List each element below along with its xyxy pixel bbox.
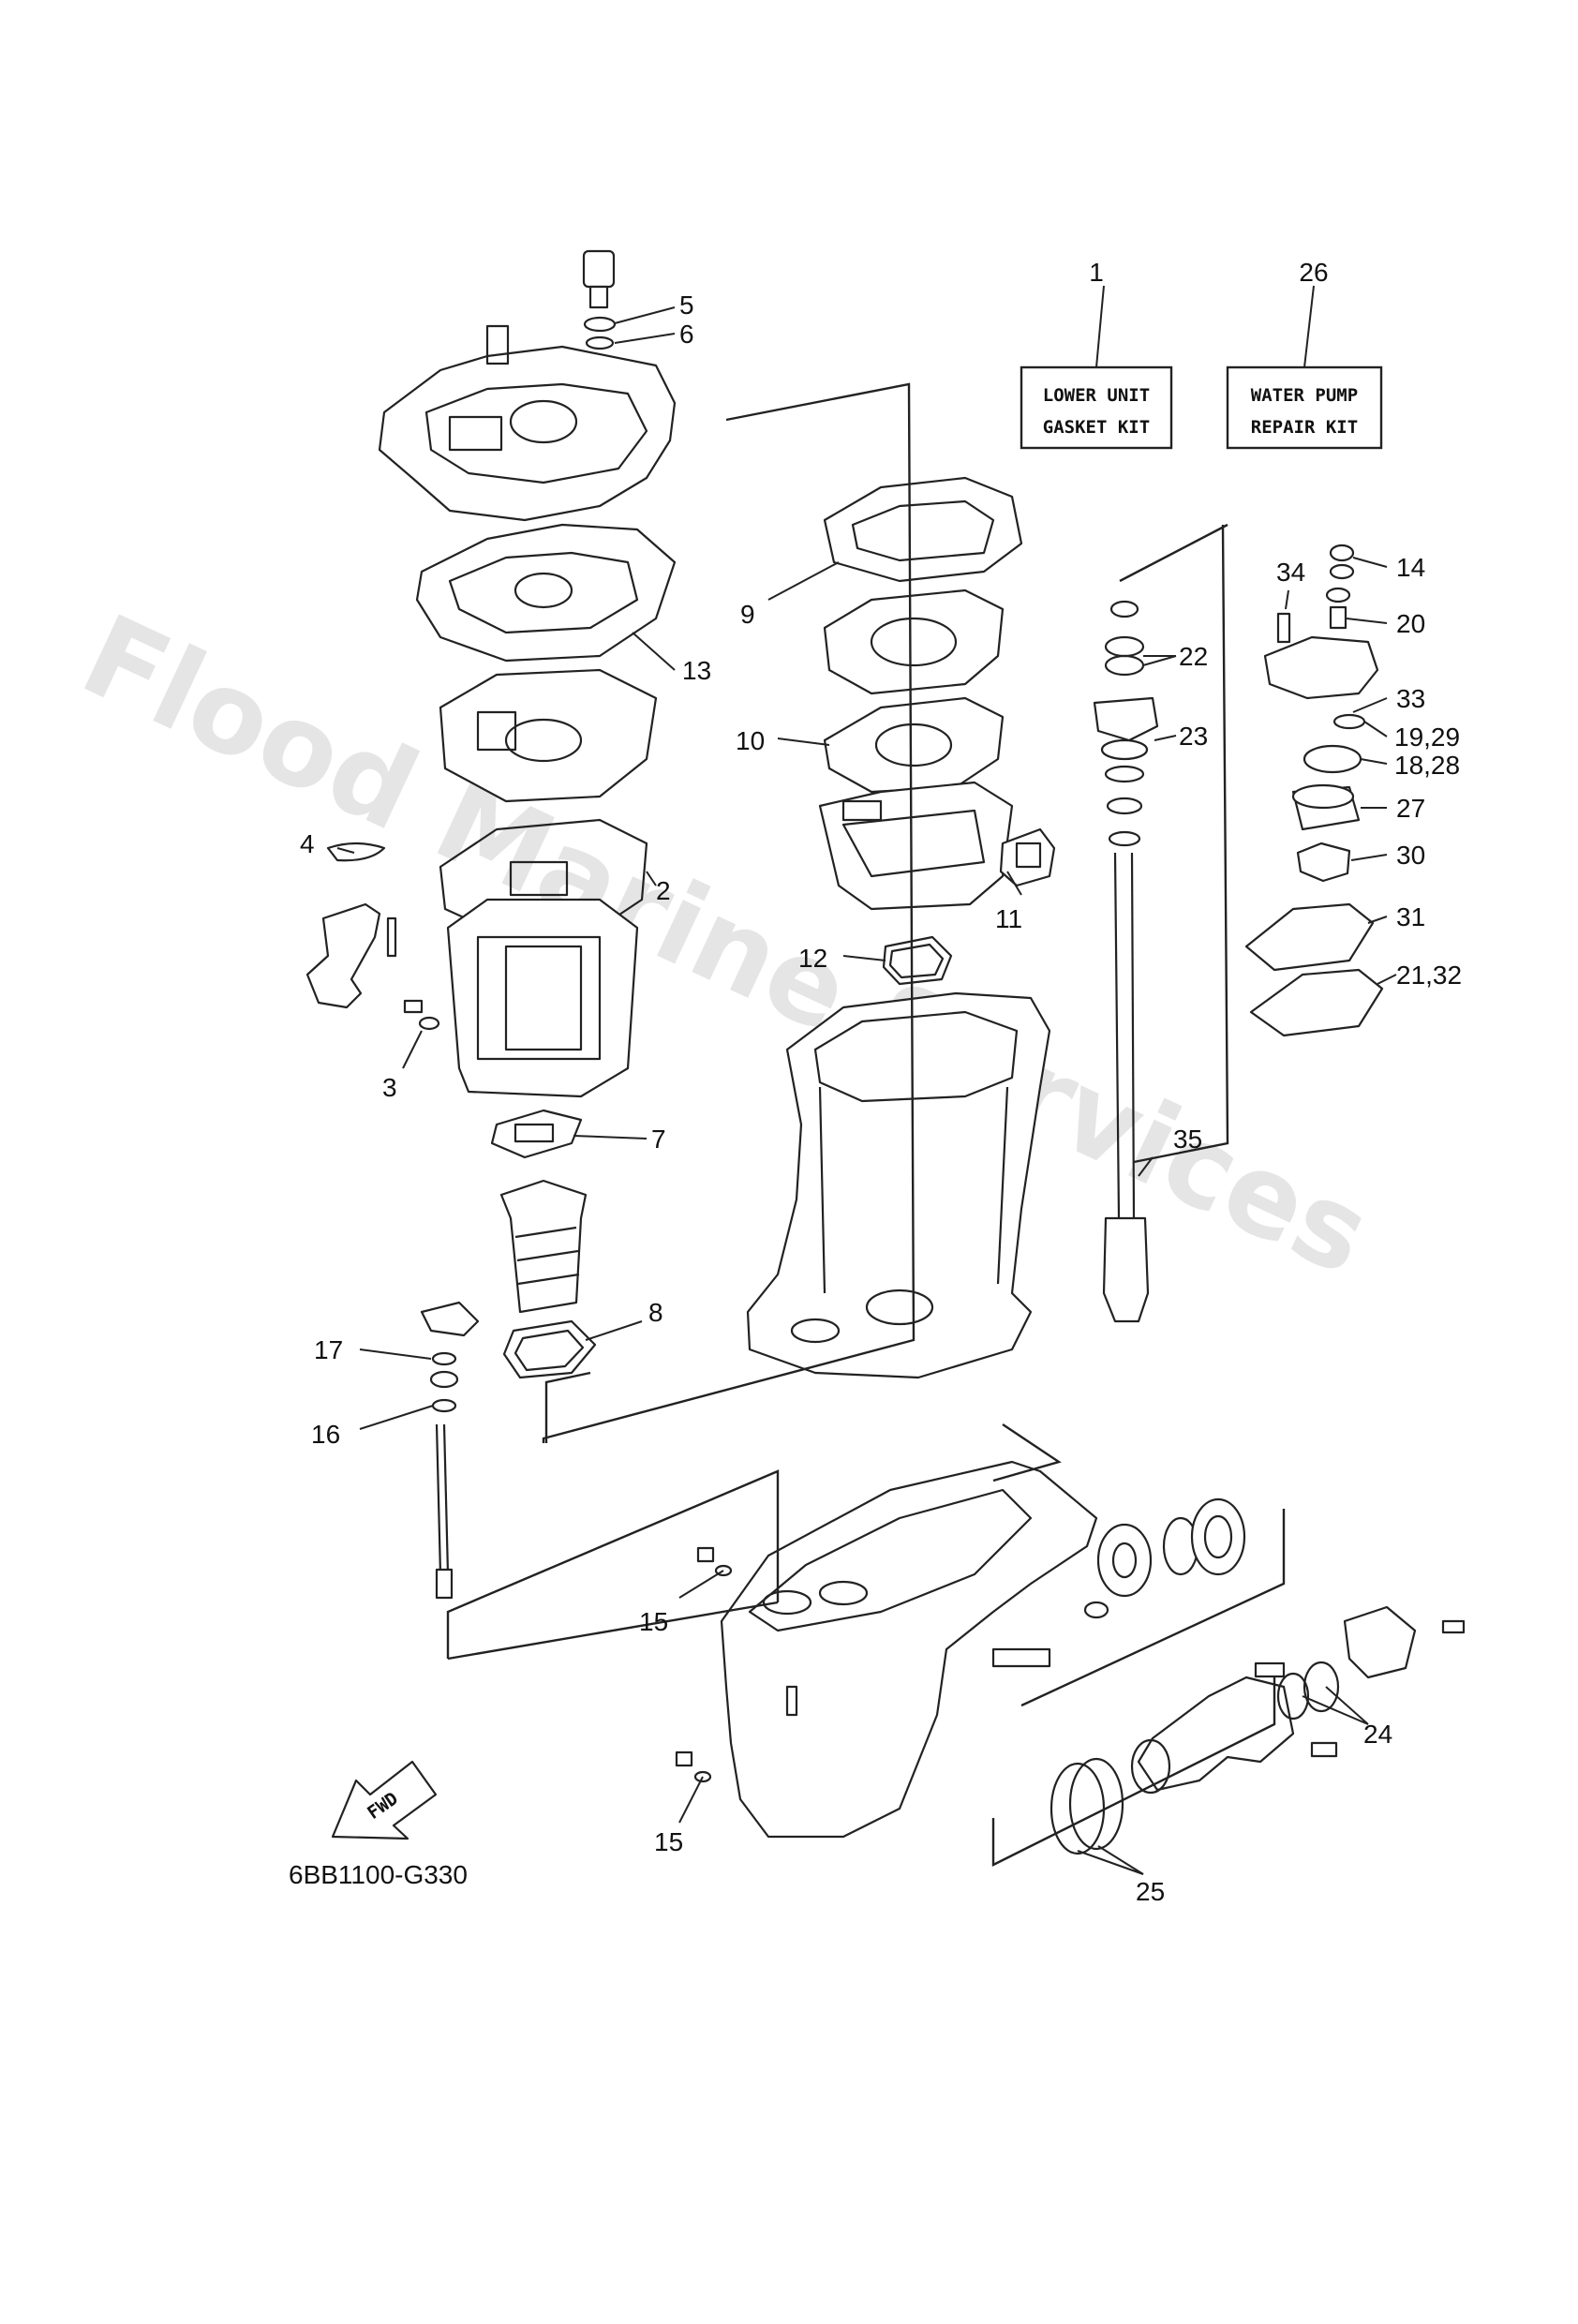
callout-9: 9 xyxy=(740,600,755,629)
bolt-3 xyxy=(403,999,440,1031)
callout-15b: 15 xyxy=(654,1827,683,1856)
callout-8: 8 xyxy=(648,1298,663,1327)
callout-26: 26 xyxy=(1299,258,1328,287)
bushing-12 xyxy=(882,935,953,986)
oil-pan xyxy=(818,781,1014,911)
gasket-7 xyxy=(490,1109,583,1159)
callout-18-28: 18,28 xyxy=(1394,751,1460,780)
mount-plate xyxy=(823,588,1005,695)
kit-box-lower-unit-gasket: LOWER UNIT GASKET KIT xyxy=(1020,285,1173,450)
kit-line2: REPAIR KIT xyxy=(1251,417,1358,438)
callout-11: 11 xyxy=(995,904,1022,933)
oil-pipe xyxy=(305,842,397,1009)
callout-15a: 15 xyxy=(639,1607,668,1636)
gear-case xyxy=(720,1460,1098,1839)
prop-shaft-housing xyxy=(1130,1605,1466,1795)
damper-11 xyxy=(999,827,1056,887)
shift-rod-assembly xyxy=(420,1301,480,1600)
callout-12: 12 xyxy=(798,944,827,973)
callout-31: 31 xyxy=(1396,902,1425,931)
gasket-13 xyxy=(415,523,677,663)
upper-casing xyxy=(378,324,677,522)
callout-14: 14 xyxy=(1396,553,1425,582)
grouping-frames xyxy=(446,382,1286,1867)
callout-23: 23 xyxy=(1179,722,1208,751)
kit-line1: WATER PUMP xyxy=(1251,385,1358,406)
leader-lines xyxy=(336,306,1397,1875)
callout-17: 17 xyxy=(314,1335,343,1364)
callout-labels: 2 3 4 5 6 7 8 9 10 11 12 13 14 15 15 16 … xyxy=(300,258,1462,1906)
callout-30: 30 xyxy=(1396,841,1425,870)
callout-7: 7 xyxy=(651,1125,666,1154)
callout-21-32: 21,32 xyxy=(1396,961,1462,990)
exhaust-guide xyxy=(439,668,658,803)
callout-27: 27 xyxy=(1396,794,1425,823)
callout-24: 24 xyxy=(1363,1720,1392,1749)
fwd-arrow-icon: FWD xyxy=(331,1760,438,1840)
callout-10: 10 xyxy=(736,726,765,755)
kit-line2: GASKET KIT xyxy=(1043,417,1150,438)
seal-8 xyxy=(502,1319,597,1379)
callout-13: 13 xyxy=(682,656,711,685)
callout-35: 35 xyxy=(1173,1125,1202,1154)
callout-34: 34 xyxy=(1276,558,1305,587)
exhaust-tube xyxy=(499,1179,588,1314)
gasket-9 xyxy=(823,476,1023,583)
drive-shaft xyxy=(1093,600,1159,1323)
water-pump-parts xyxy=(1244,544,1384,1037)
callout-22: 22 xyxy=(1179,642,1208,671)
callout-33: 33 xyxy=(1396,684,1425,713)
callout-4: 4 xyxy=(300,829,315,858)
callout-20: 20 xyxy=(1396,609,1425,638)
bolts-15 xyxy=(675,1546,733,1783)
callout-16: 16 xyxy=(311,1420,340,1449)
callout-6: 6 xyxy=(679,320,694,349)
callout-19-29: 19,29 xyxy=(1394,723,1460,752)
callout-25: 25 xyxy=(1136,1877,1165,1906)
kit-box-water-pump-repair: WATER PUMP REPAIR KIT xyxy=(1226,285,1383,450)
kit-line1: LOWER UNIT xyxy=(1043,385,1150,406)
callout-1: 1 xyxy=(1089,258,1104,287)
pinion-bearing-parts xyxy=(1083,1497,1246,1619)
callout-3: 3 xyxy=(382,1073,397,1102)
watermark: Flood Marine Services xyxy=(64,590,1389,1301)
plug-part xyxy=(582,249,617,350)
gasket-10 xyxy=(823,696,1005,794)
drive-shaft-housing xyxy=(746,991,1051,1379)
callout-5: 5 xyxy=(679,290,694,320)
diagram-code: 6BB1100-G330 xyxy=(289,1860,468,1889)
exhaust-manifold xyxy=(446,898,639,1098)
callout-2: 2 xyxy=(656,876,671,905)
